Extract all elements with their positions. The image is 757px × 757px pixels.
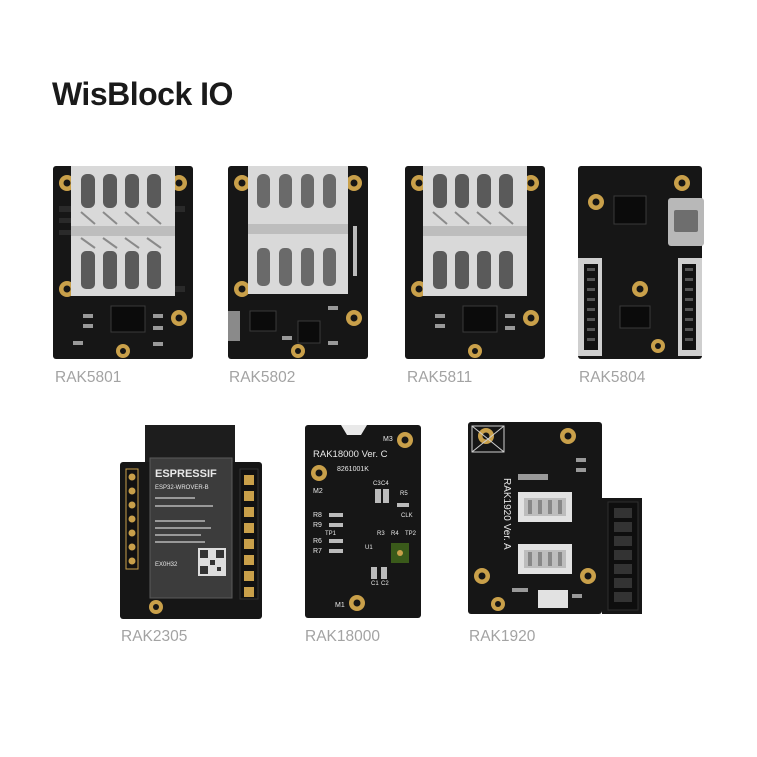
silk-label: CLK — [401, 513, 413, 519]
silk-label: U1 — [365, 545, 373, 551]
silk-label: R6 — [313, 538, 322, 545]
module-caption: RAK1920 — [469, 628, 536, 645]
rak5804-board-image — [578, 166, 704, 359]
rak5811-board-image — [405, 166, 545, 359]
module-rak1920: RAK1920 Ver. A RAK1920 — [468, 418, 644, 644]
rak1920-board-image: RAK1920 Ver. A — [468, 422, 642, 614]
module-caption: RAK18000 — [305, 628, 380, 645]
silk-label: R7 — [313, 548, 322, 555]
silk-label: C3 — [373, 481, 381, 487]
silk-label: R9 — [313, 522, 322, 529]
silk-label: TP1 — [325, 531, 337, 537]
silk-label: C1 — [371, 581, 379, 587]
module-rak5802: RAK5802 — [228, 166, 368, 385]
module-caption: RAK5801 — [55, 369, 122, 386]
module-caption: RAK2305 — [121, 628, 188, 645]
serial-label: 8261001K — [337, 466, 369, 473]
silk-label: R8 — [313, 512, 322, 519]
chip-model-label: ESP32-WROVER-B — [155, 485, 209, 491]
silk-label: R5 — [400, 491, 408, 497]
module-rak2305: ESPRESSIF ESP32-WROVER-B EX0H32 RAK2 — [120, 425, 270, 644]
silk-label: M1 — [335, 602, 345, 609]
id-code-label: EX0H32 — [155, 562, 178, 568]
module-caption: RAK5811 — [407, 369, 473, 386]
silk-label: R4 — [391, 531, 399, 537]
silk-label: R3 — [377, 531, 385, 537]
silk-label: C2 — [381, 581, 389, 587]
module-caption: RAK5802 — [229, 369, 296, 386]
chip-brand-label: ESPRESSIF — [155, 468, 217, 480]
board-name-label: RAK18000 Ver. C — [313, 449, 388, 460]
rak2305-board-image: ESPRESSIF ESP32-WROVER-B EX0H32 — [120, 425, 262, 619]
module-rak18000: M3 M2 M1 RAK18000 Ver. C 8261001K R8 R9 … — [305, 425, 425, 644]
module-caption: RAK5804 — [579, 369, 646, 386]
silk-label: C4 — [381, 481, 389, 487]
module-rak5811: RAK5811 — [405, 166, 545, 385]
board-name-label: RAK1920 Ver. A — [501, 478, 512, 550]
silk-label: TP2 — [405, 531, 417, 537]
silk-label: M2 — [313, 488, 323, 495]
module-rak5804: RAK5804 — [578, 166, 708, 385]
rak18000-board-image: M3 M2 M1 RAK18000 Ver. C 8261001K R8 R9 … — [305, 425, 421, 618]
rak5802-board-image — [228, 166, 368, 359]
silk-label: M3 — [383, 436, 393, 443]
rak5801-board-image — [53, 166, 193, 359]
module-rak5801: RAK5801 — [53, 166, 193, 385]
page-title: WisBlock IO — [52, 76, 233, 112]
